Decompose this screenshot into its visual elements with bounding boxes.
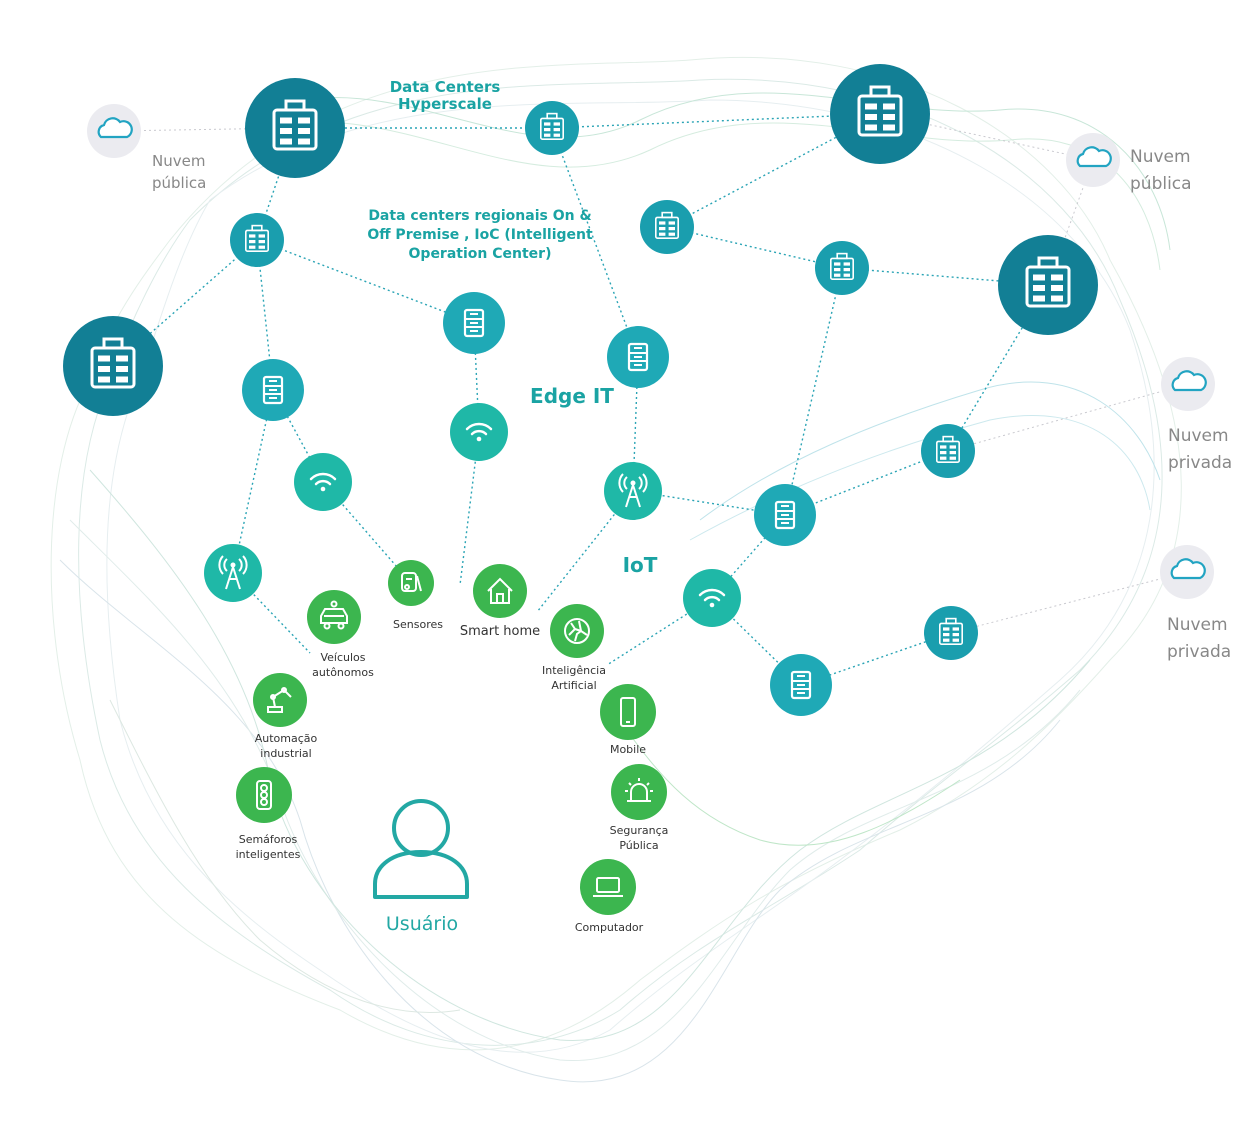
user-label: Usuário xyxy=(385,913,459,935)
hyperscale-label: Data Centers Hyperscale xyxy=(362,79,528,113)
cloud-right-public-label-line1: Nuvem xyxy=(1130,147,1191,167)
regional-datacenter-4 xyxy=(815,241,869,295)
regional-datacenter-2 xyxy=(230,213,284,267)
antenna-node-1 xyxy=(604,462,662,520)
siren-icon xyxy=(625,778,653,802)
device-semaforos-label-line1: Semáforos xyxy=(238,833,298,846)
regional-datacenter-3 xyxy=(640,200,694,254)
edge-server-3 xyxy=(242,359,304,421)
edge-server-2 xyxy=(607,326,669,388)
device-ia xyxy=(550,604,604,658)
device-automacao-label: Automação industrial xyxy=(241,731,331,761)
device-automacao-label-line2: industrial xyxy=(260,747,312,760)
cloud-left-public-label-line2: pública xyxy=(152,174,207,192)
cloud-left-public-label: Nuvem pública xyxy=(152,150,206,194)
device-semaforos-label: Semáforos inteligentes xyxy=(221,832,315,862)
mobile-icon xyxy=(620,697,636,727)
cloud-private-2-label-line1: Nuvem xyxy=(1167,615,1228,635)
iot-label: IoT xyxy=(622,553,658,577)
hyperscale-label-line2: Hyperscale xyxy=(398,95,492,113)
device-veiculos-label-line1: Veículos xyxy=(320,651,366,664)
device-semaforos-label-line2: inteligentes xyxy=(235,848,301,861)
brain-icon xyxy=(564,618,590,644)
wifi-node-3 xyxy=(683,569,741,627)
edge-server-5 xyxy=(770,654,832,716)
robot-arm-icon xyxy=(267,687,292,713)
sensor-icon xyxy=(401,572,422,592)
device-seguranca-label-line2: Pública xyxy=(619,839,659,852)
device-sensores xyxy=(388,560,434,606)
device-smart-home-label: Smart home xyxy=(459,624,541,639)
device-ia-label-line2: Artificial xyxy=(551,679,597,692)
regional-datacenter-5 xyxy=(921,424,975,478)
hyperscale-label-line1: Data Centers xyxy=(389,78,501,96)
cloud-private-1-label: Nuvem privada xyxy=(1168,423,1232,477)
cloud-private-2 xyxy=(1160,545,1214,599)
edge-server-4 xyxy=(754,484,816,546)
car-icon xyxy=(320,600,348,630)
device-seguranca xyxy=(611,764,667,820)
hyperscale-datacenter-3 xyxy=(63,316,163,416)
device-computador-label: Computador xyxy=(574,921,644,934)
hyperscale-datacenter-1 xyxy=(245,78,345,178)
cloud-right-public-label: Nuvem pública xyxy=(1130,144,1192,198)
wifi-node-1 xyxy=(450,403,508,461)
edge-server-1 xyxy=(443,292,505,354)
device-ia-label: Inteligência Artificial xyxy=(527,663,621,693)
device-semaforos xyxy=(236,767,292,823)
wifi-node-2 xyxy=(294,453,352,511)
device-veiculos-label: Veículos autônomos xyxy=(298,650,388,680)
device-ia-label-line1: Inteligência xyxy=(542,664,606,677)
device-veiculos-label-line2: autônomos xyxy=(312,666,374,679)
device-automacao xyxy=(253,673,307,727)
device-mobile-label: Mobile xyxy=(609,743,647,756)
edge-it-label: Edge IT xyxy=(530,384,614,408)
device-seguranca-label: Segurança Pública xyxy=(594,823,684,853)
cloud-right-public xyxy=(1066,133,1120,187)
cloud-private-2-label: Nuvem privada xyxy=(1167,612,1231,666)
cloud-private-1-label-line2: privada xyxy=(1168,453,1233,473)
regional-label: Data centers regionais On & Off Premise … xyxy=(350,207,610,264)
regional-label-line2: Off Premise , IoC (Intelligent xyxy=(367,227,593,243)
regional-datacenter-6 xyxy=(924,606,978,660)
hyperscale-datacenter-4 xyxy=(998,235,1098,335)
device-mobile xyxy=(600,684,656,740)
antenna-node-2 xyxy=(204,544,262,602)
home-icon xyxy=(487,577,513,604)
regional-label-line1: Data centers regionais On & xyxy=(368,208,592,224)
device-sensores-label: Sensores xyxy=(393,618,443,631)
cloud-left-public-label-line1: Nuvem xyxy=(152,152,206,170)
laptop-icon xyxy=(593,877,623,897)
device-seguranca-label-line1: Segurança xyxy=(609,824,669,837)
cloud-private-2-label-line2: privada xyxy=(1167,642,1232,662)
cloud-private-1 xyxy=(1161,357,1215,411)
regional-label-line3: Operation Center) xyxy=(408,246,552,262)
cloud-left-public xyxy=(87,104,141,158)
cloud-right-public-label-line2: pública xyxy=(1130,174,1192,194)
device-automacao-label-line1: Automação xyxy=(254,732,318,745)
user-icon xyxy=(373,799,469,899)
cloud-private-1-label-line1: Nuvem xyxy=(1168,426,1229,446)
traffic-light-icon xyxy=(256,780,272,810)
device-computador xyxy=(580,859,636,915)
device-veiculos xyxy=(307,590,361,644)
regional-datacenter-1 xyxy=(525,101,579,155)
hyperscale-datacenter-2 xyxy=(830,64,930,164)
device-smart-home xyxy=(473,564,527,618)
